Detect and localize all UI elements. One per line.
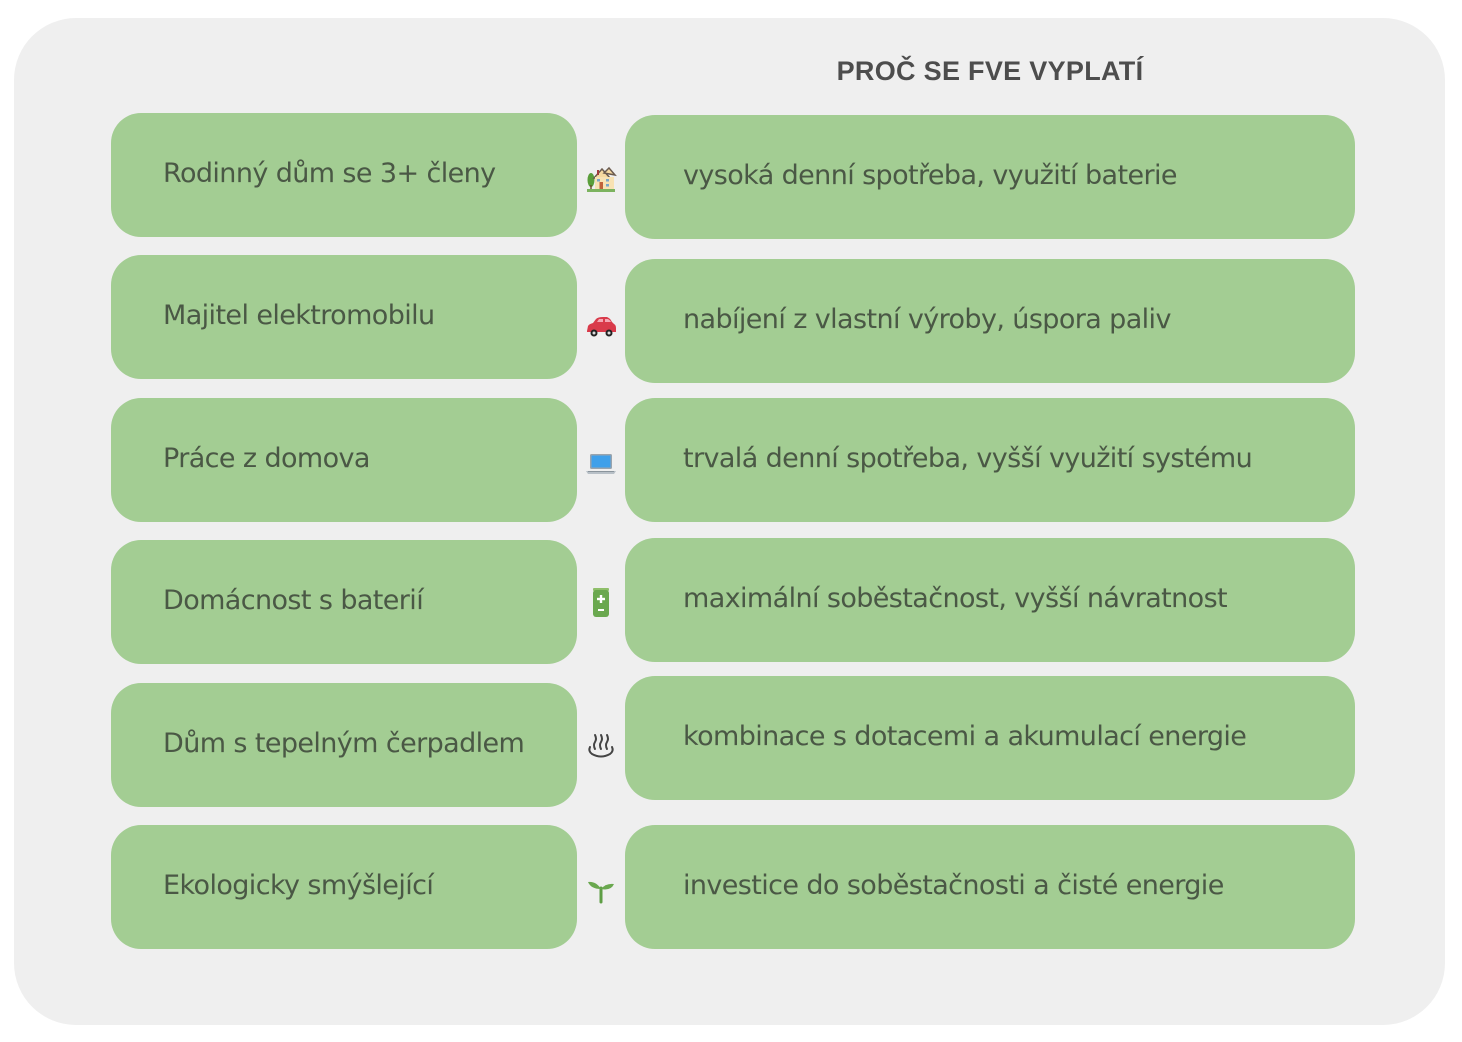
seedling-icon	[583, 870, 619, 906]
reason-label: nabíjení z vlastní výroby, úspora paliv	[683, 303, 1171, 335]
page-title: PROČ SE FVE VYPLATÍ	[836, 56, 1144, 86]
profile-label: Majitel elektromobilu	[163, 299, 435, 331]
reason-box-family-house: vysoká denní spotřeba, využití baterie	[625, 115, 1355, 239]
reason-label: kombinace s dotacemi a akumulací energie	[683, 720, 1247, 752]
profile-label: Domácnost s baterií	[163, 584, 424, 616]
profile-box-eco-minded: Ekologicky smýšlející	[111, 825, 577, 949]
reason-box-ev-owner: nabíjení z vlastní výroby, úspora paliv	[625, 259, 1355, 383]
profile-box-family-house: Rodinný dům se 3+ členy	[111, 113, 577, 237]
laptop-icon	[583, 446, 619, 482]
reason-box-eco-minded: investice do soběstačnosti a čisté energ…	[625, 825, 1355, 949]
car-icon	[583, 308, 619, 344]
battery-icon	[583, 584, 619, 620]
profile-label: Ekologicky smýšlející	[163, 869, 434, 901]
reason-box-battery-household: maximální soběstačnost, vyšší návratnost	[625, 538, 1355, 662]
reason-label: investice do soběstačnosti a čisté energ…	[683, 869, 1224, 901]
profile-label: Dům s tepelným čerpadlem	[163, 727, 525, 759]
house-with-garden-icon	[583, 160, 619, 196]
reason-box-heat-pump-house: kombinace s dotacemi a akumulací energie	[625, 676, 1355, 800]
profile-box-heat-pump-house: Dům s tepelným čerpadlem	[111, 683, 577, 807]
reason-label: maximální soběstačnost, vyšší návratnost	[683, 582, 1228, 614]
profile-box-ev-owner: Majitel elektromobilu	[111, 255, 577, 379]
profile-box-home-office: Práce z domova	[111, 398, 577, 522]
reason-box-home-office: trvalá denní spotřeba, vyšší využití sys…	[625, 398, 1355, 522]
profile-label: Práce z domova	[163, 442, 370, 474]
hot-springs-icon	[583, 728, 619, 764]
reason-label: vysoká denní spotřeba, využití baterie	[683, 159, 1177, 191]
profile-box-battery-household: Domácnost s baterií	[111, 540, 577, 664]
profile-label: Rodinný dům se 3+ členy	[163, 157, 496, 189]
reason-label: trvalá denní spotřeba, vyšší využití sys…	[683, 442, 1253, 474]
